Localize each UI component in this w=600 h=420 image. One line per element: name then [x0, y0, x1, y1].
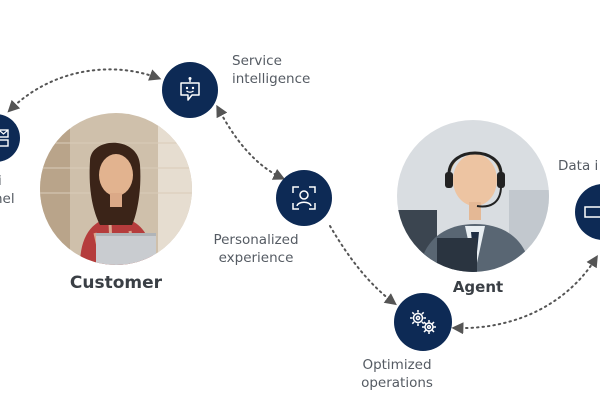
data-icon [584, 206, 600, 218]
service-intelligence-node [162, 62, 218, 118]
connector-personalized-to-operations [329, 225, 397, 306]
personalized-experience-label: Personalized experience [213, 232, 299, 266]
user-focus-icon [292, 186, 316, 210]
omnichannel-label: i nel [0, 173, 15, 207]
customer-photo [40, 113, 192, 265]
channels-icon [0, 129, 9, 147]
optimized-operations-node [394, 293, 452, 351]
connector-omnichannel-to-service [7, 68, 162, 113]
connector-operations-to-data [451, 254, 598, 335]
agent-label: Agent [452, 278, 504, 296]
omnichannel-node [0, 114, 20, 162]
gears-icon [410, 310, 436, 334]
data-insights-label: Data i [558, 158, 599, 174]
agent-photo [397, 120, 549, 272]
personalized-experience-node [276, 170, 332, 226]
customer-label: Customer [69, 273, 163, 293]
service-intelligence-label: Service intelligence [232, 53, 311, 87]
optimized-operations-label: Optimized operations [361, 357, 433, 391]
connector-service-to-personalized [216, 104, 286, 180]
chatbot-icon [180, 77, 200, 101]
